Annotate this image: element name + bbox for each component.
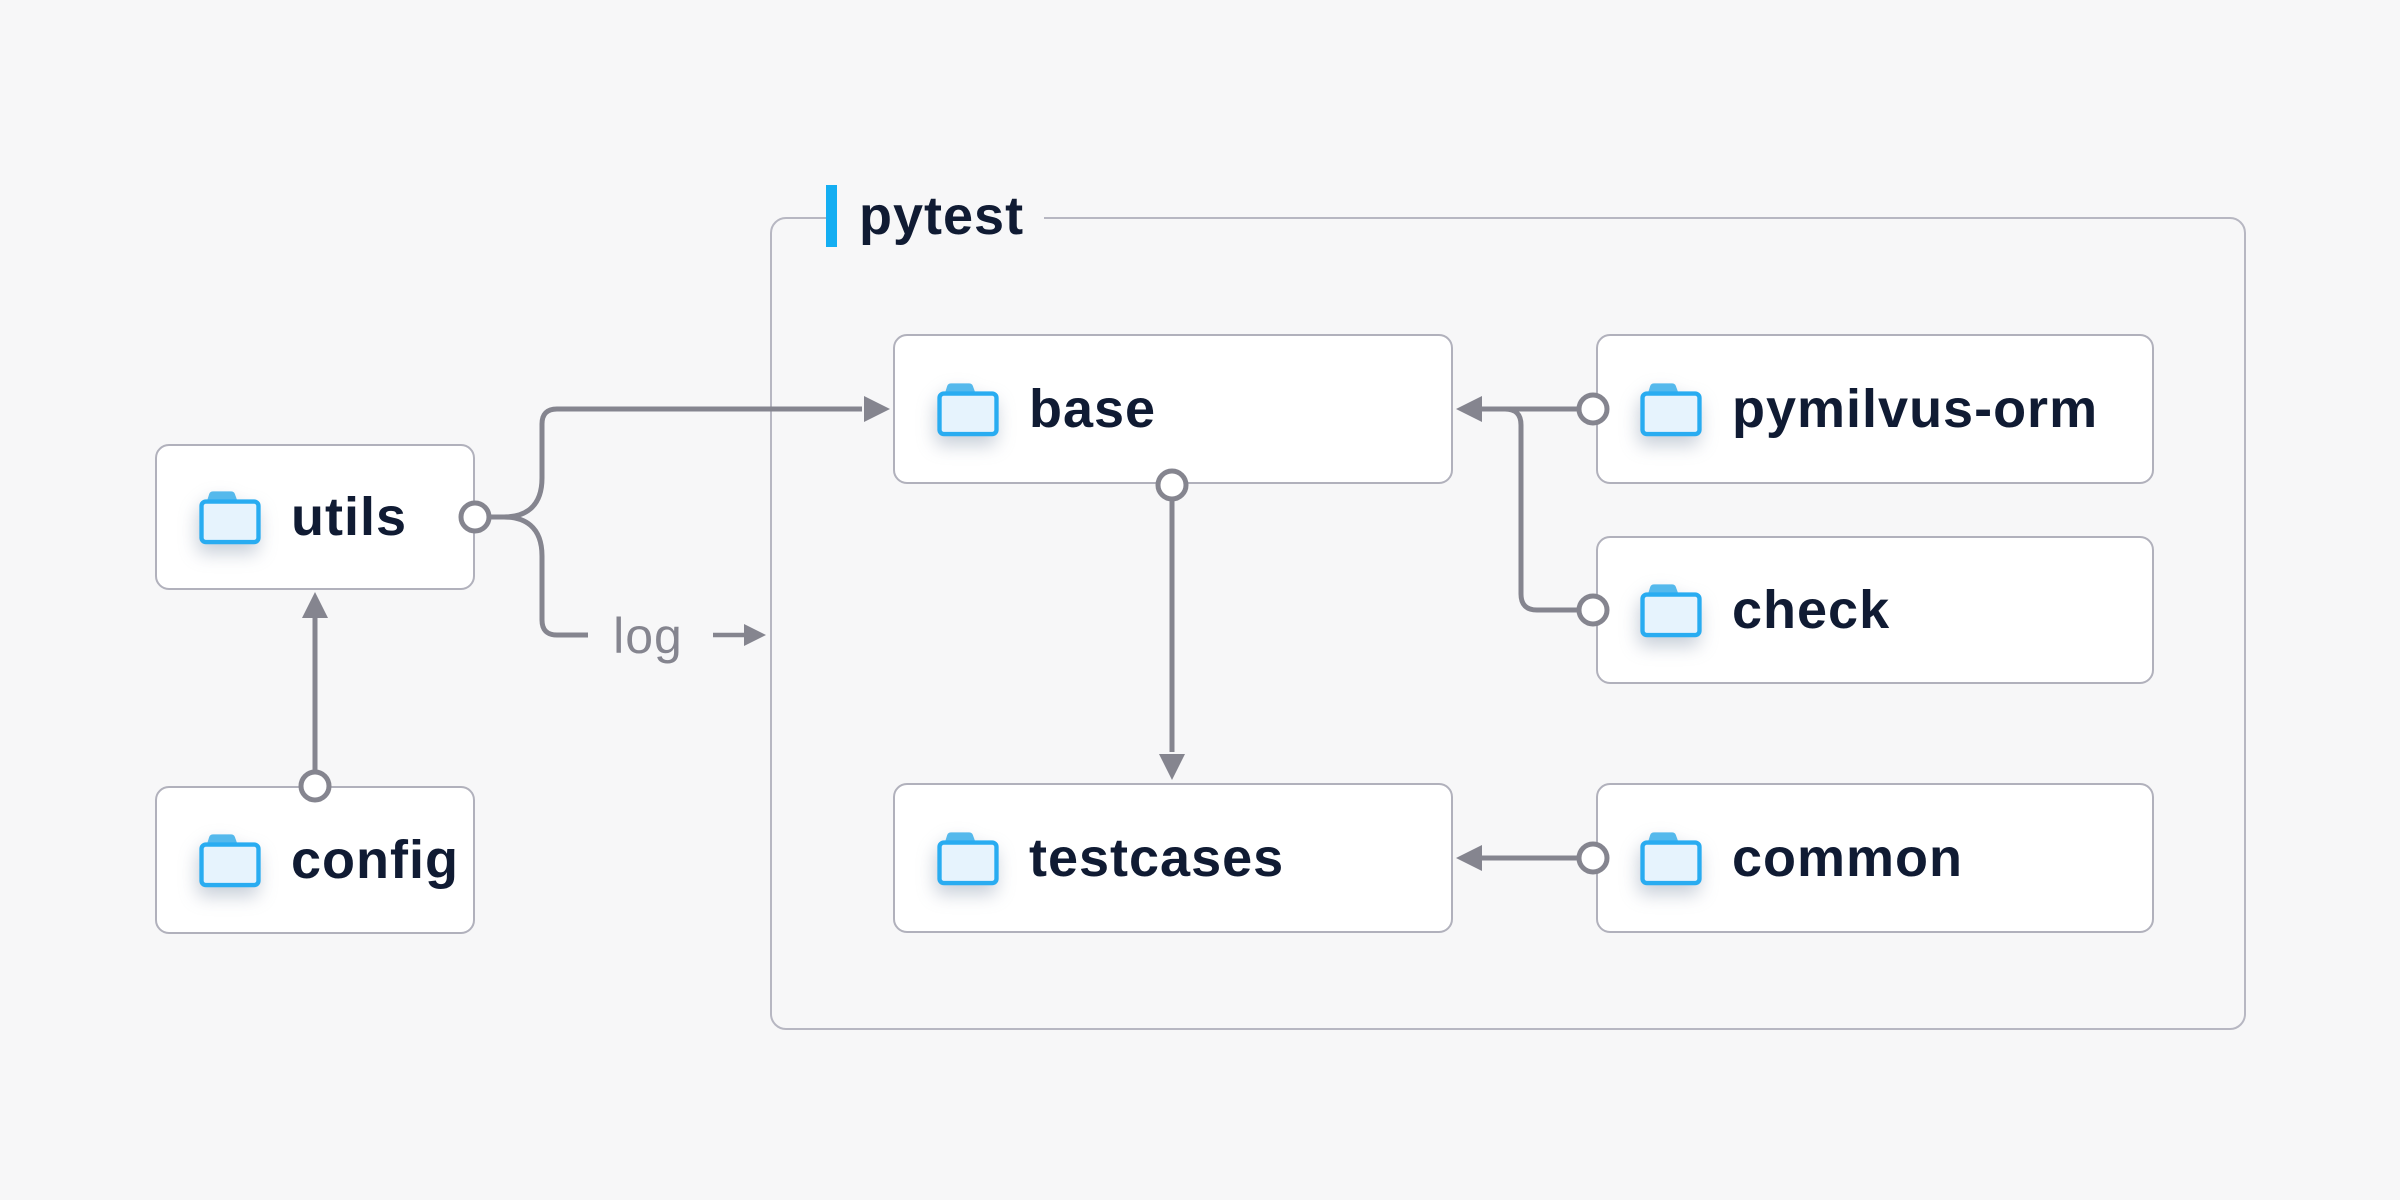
node-label: common — [1732, 828, 1964, 888]
node-label: utils — [291, 487, 408, 547]
node-config: config — [155, 786, 475, 934]
arrowhead-right-small — [744, 624, 766, 646]
folder-icon — [197, 832, 263, 888]
node-pymilvus-orm: pymilvus-orm — [1596, 334, 2154, 484]
folder-icon — [197, 489, 263, 545]
pytest-group-label: pytest — [826, 185, 1045, 247]
folder-icon — [1638, 582, 1704, 638]
node-check: check — [1596, 536, 2154, 684]
accent-bar — [826, 185, 837, 247]
folder-icon — [935, 830, 1001, 886]
folder-icon — [1638, 830, 1704, 886]
node-utils: utils — [155, 444, 475, 590]
arrowhead-up — [302, 592, 328, 618]
folder-icon — [935, 381, 1001, 437]
pytest-group-box — [770, 217, 2246, 1030]
folder-icon — [1638, 381, 1704, 437]
node-label: testcases — [1029, 828, 1285, 888]
edge-label-log: log — [613, 608, 683, 664]
node-label: check — [1732, 580, 1891, 640]
edge-config-utils — [298, 592, 332, 803]
node-base: base — [893, 334, 1453, 484]
pytest-group-title: pytest — [859, 186, 1025, 246]
node-label: pymilvus-orm — [1732, 379, 2099, 439]
node-label: config — [291, 830, 459, 890]
node-label: base — [1029, 379, 1157, 439]
node-testcases: testcases — [893, 783, 1453, 933]
node-common: common — [1596, 783, 2154, 933]
